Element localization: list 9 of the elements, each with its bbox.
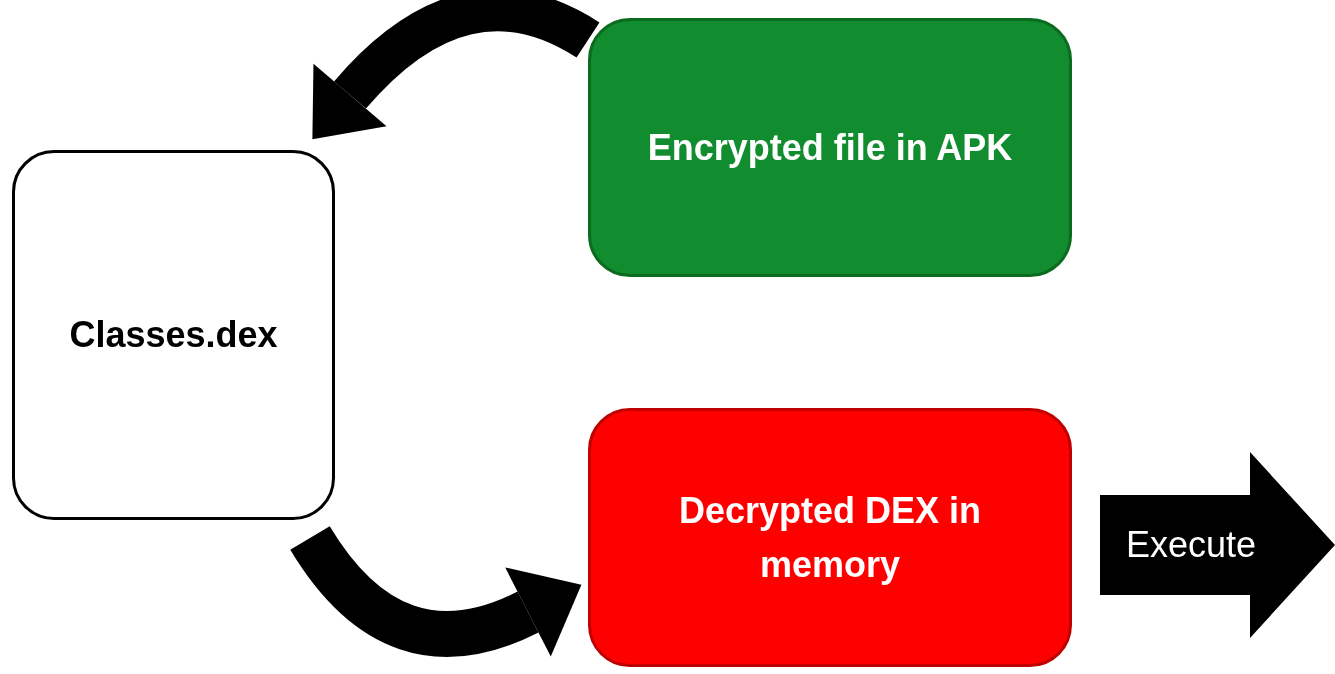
curved-arrow bbox=[310, 0, 599, 138]
node-label: Decrypted DEX in memory bbox=[677, 488, 983, 587]
node-label: Encrypted file in APK bbox=[646, 125, 1014, 170]
process-box bbox=[588, 408, 1072, 667]
file-box bbox=[12, 150, 335, 520]
node-label: Classes.dex bbox=[68, 313, 279, 357]
node-label: Execute bbox=[1125, 523, 1257, 567]
block-arrow bbox=[1100, 452, 1335, 638]
process-box bbox=[588, 18, 1072, 277]
